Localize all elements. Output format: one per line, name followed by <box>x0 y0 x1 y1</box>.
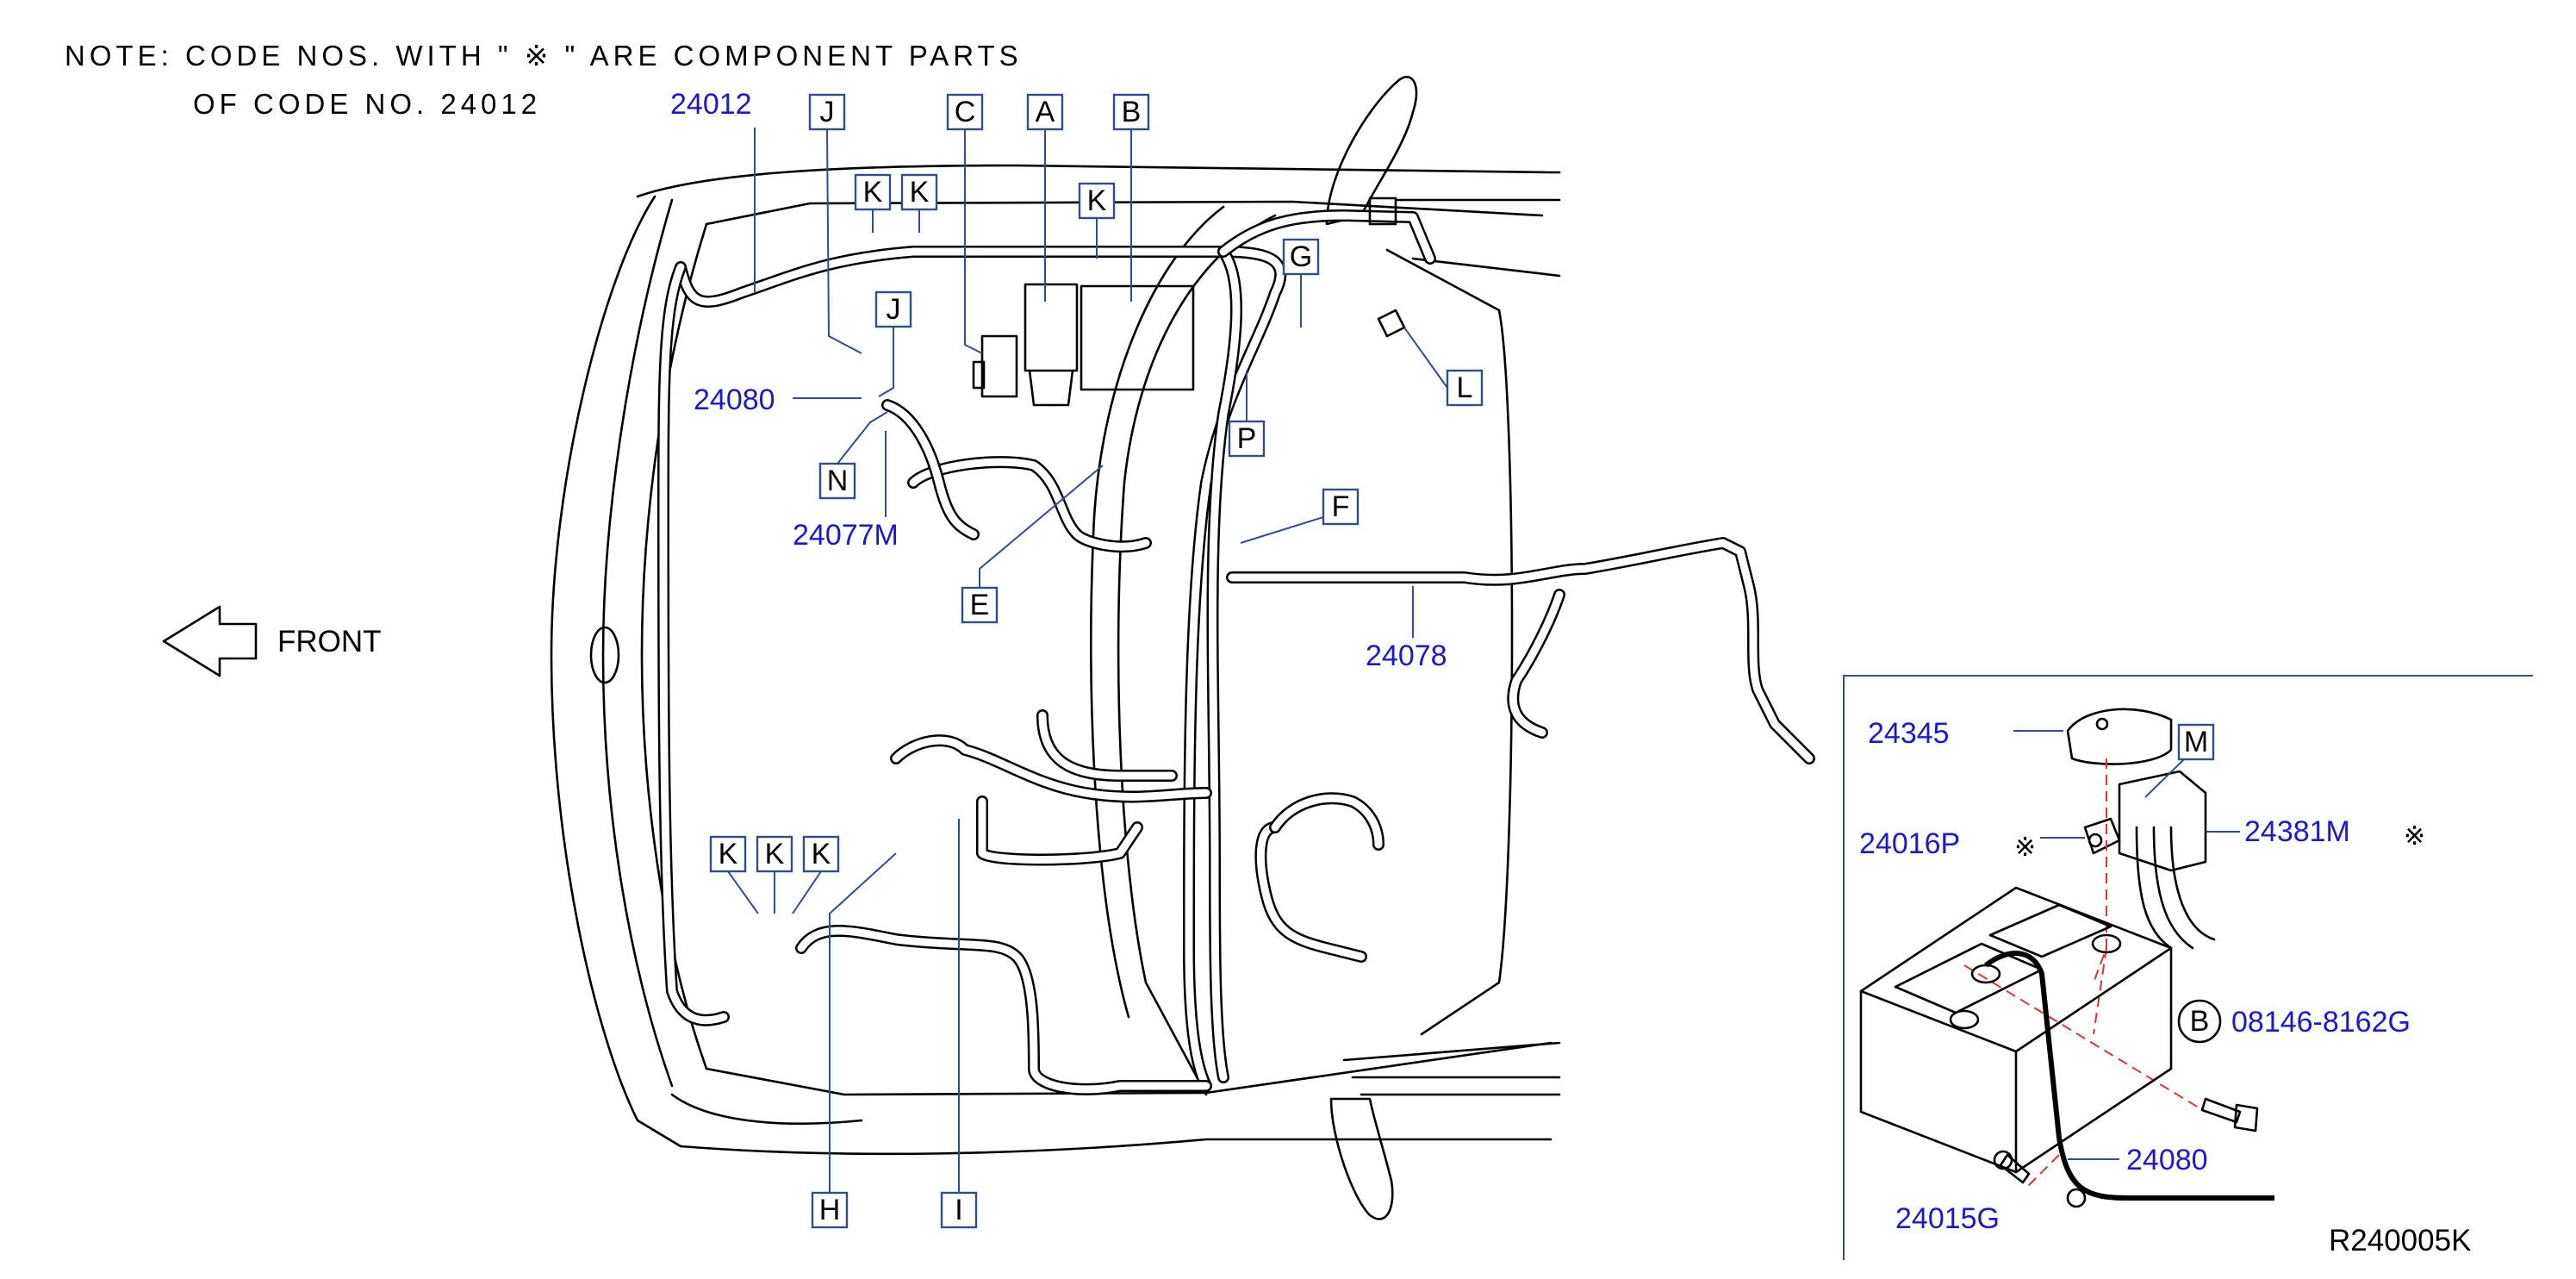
callout-k-3: K <box>1078 182 1116 259</box>
part-08146-8162g-label: 08146-8162G <box>2231 1006 2411 1039</box>
part-24080-inset-label: 24080 <box>2126 1144 2208 1176</box>
callout-k-2: K <box>900 173 938 233</box>
callout-b-circle: B <box>2190 1005 2210 1038</box>
callout-k-5: K <box>756 835 793 914</box>
callout-l: L <box>1403 327 1484 407</box>
svg-text:K: K <box>1087 184 1107 217</box>
callout-k-1: K <box>854 173 892 233</box>
module-b <box>1080 284 1195 391</box>
callout-e: E <box>961 465 1104 624</box>
note-line-1: NOTE: CODE NOS. WITH " ※ " ARE COMPONENT… <box>65 40 1023 72</box>
callout-j-top: J <box>808 93 862 354</box>
front-arrow-icon <box>162 605 258 677</box>
front-label: FRONT <box>277 625 382 658</box>
svg-text:A: A <box>1036 96 1055 128</box>
callout-c: C <box>946 93 984 354</box>
callout-n: N <box>818 411 888 500</box>
svg-text:K: K <box>910 176 930 209</box>
callout-f: F <box>1240 488 1360 544</box>
callout-b: B <box>1112 93 1150 302</box>
svg-text:B: B <box>1122 96 1142 128</box>
wiring-harness <box>657 209 1815 1095</box>
part-24077m-label: 24077M <box>793 519 899 552</box>
part-24080-main-label: 24080 <box>694 384 775 416</box>
callout-a: A <box>1026 93 1064 302</box>
svg-text:K: K <box>812 838 831 870</box>
svg-text:L: L <box>1457 371 1473 404</box>
svg-text:K: K <box>863 176 883 209</box>
part-24381m-label: 24381M <box>2244 815 2350 848</box>
callout-h: H <box>811 852 897 1229</box>
svg-text:J: J <box>887 293 901 326</box>
svg-text:E: E <box>970 589 990 621</box>
part-24015g-label: 24015G <box>1895 1202 2000 1235</box>
callout-k-6: K <box>792 835 840 914</box>
svg-text:F: F <box>1332 490 1350 523</box>
part-24012-label: 24012 <box>670 88 752 121</box>
svg-text:K: K <box>765 838 785 870</box>
callout-m: M <box>2184 726 2208 758</box>
note-line-2: OF CODE NO. 24012 <box>193 88 541 120</box>
svg-text:C: C <box>955 96 976 128</box>
svg-text:P: P <box>1237 422 1257 455</box>
battery-terminal-top <box>1368 197 1397 226</box>
svg-text:N: N <box>827 465 849 497</box>
svg-text:H: H <box>819 1194 841 1226</box>
part-24345-label: 24345 <box>1868 717 1950 750</box>
part-24016p-label: 24016P <box>1859 827 1960 860</box>
battery-inset: M B <box>1843 675 2533 1260</box>
module-a <box>1024 283 1079 407</box>
callout-g: G <box>1282 238 1320 328</box>
callout-j-mid: J <box>874 290 912 397</box>
svg-text:J: J <box>820 96 835 128</box>
connector-c <box>972 334 1018 398</box>
part-24078-label: 24078 <box>1366 640 1447 672</box>
component-mark-24016p: ※ <box>2014 833 2036 863</box>
svg-text:G: G <box>1290 240 1312 273</box>
component-mark-24381m: ※ <box>2404 821 2425 852</box>
callout-p: P <box>1228 371 1266 458</box>
drawing-code: R240005K <box>2329 1224 2471 1257</box>
vehicle-body-outline <box>550 76 1561 1220</box>
callout-i: I <box>940 819 978 1229</box>
svg-text:I: I <box>955 1194 962 1226</box>
svg-text:K: K <box>719 838 738 870</box>
connector-l <box>1377 309 1406 338</box>
callout-k-4: K <box>709 835 759 914</box>
